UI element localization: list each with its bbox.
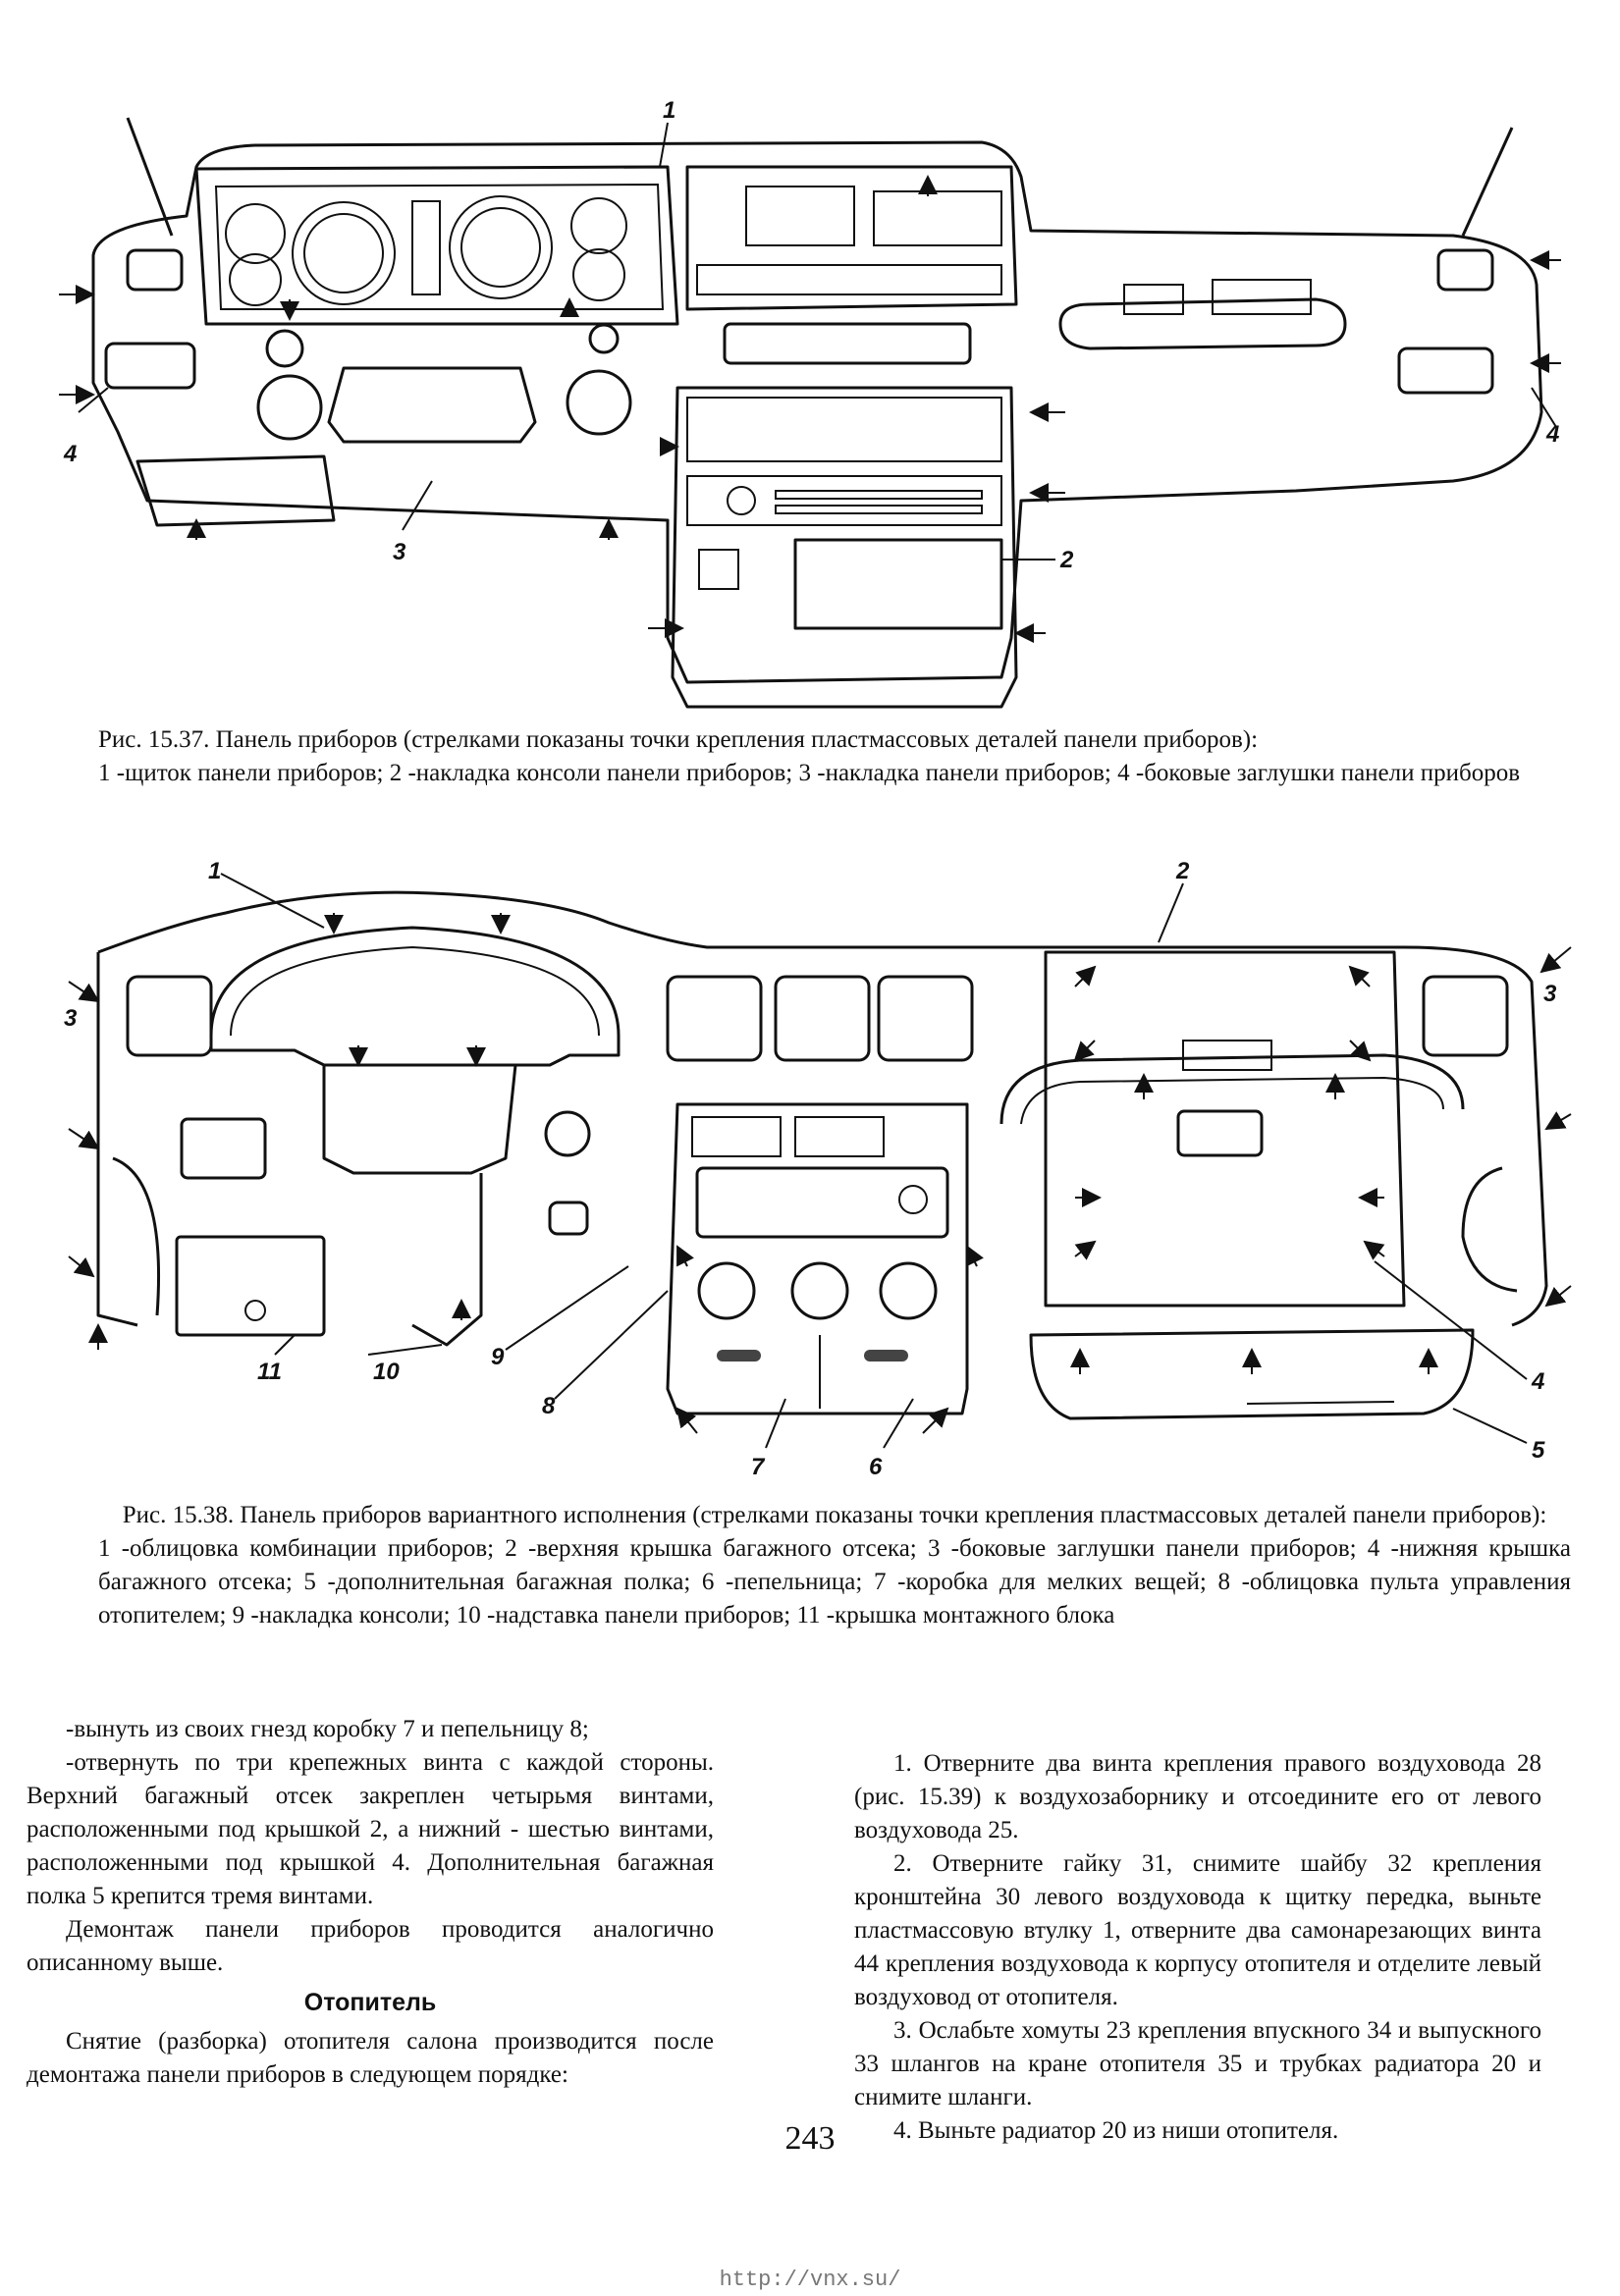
figure2-label-4: 4: [1531, 1368, 1544, 1395]
right-paragraph-4: 4. Выньте радиатор 20 из ниши отопителя.: [893, 2117, 1339, 2144]
right-paragraph-3: 3. Ослабьте хомуты 23 крепления впускног…: [854, 2017, 1541, 2110]
left-column: -вынуть из своих гнезд коробку 7 и пепел…: [27, 1713, 714, 2092]
figure2-label-3-right: 3: [1543, 981, 1557, 1007]
figure-15-37: 1 2 3 4 4: [0, 88, 1620, 717]
left-paragraph-2: -отвернуть по три крепежных винта с кажд…: [27, 1749, 714, 1909]
left-paragraph-3: Демонтаж панели приборов проводится анал…: [27, 1916, 714, 1976]
figure2-label-2: 2: [1175, 858, 1190, 884]
figure2-label-9: 9: [491, 1344, 505, 1370]
figure2-label-5: 5: [1532, 1437, 1545, 1464]
figure1-label-3: 3: [393, 539, 406, 565]
figure2-label-3-left: 3: [64, 1005, 78, 1032]
figure1-label-2: 2: [1059, 547, 1074, 573]
figure2-caption: Рис. 15.38. Панель приборов вариантного …: [98, 1499, 1571, 1632]
figure1-label-4-right: 4: [1545, 421, 1559, 448]
figure2-label-6: 6: [869, 1454, 883, 1480]
section-heading-heater: Отопитель: [303, 1989, 437, 2016]
page-number: 243: [784, 2120, 836, 2157]
figure-15-38: 1 2 3 3 4 5 6 7 8 9 10 11: [0, 854, 1620, 1482]
right-column: 1. Отверните два винта крепления правого…: [854, 1747, 1541, 2148]
left-paragraph-4: Снятие (разборка) отопителя салона произ…: [27, 2028, 714, 2088]
figure2-caption-legend: 1 -облицовка комбинации приборов; 2 -вер…: [98, 1535, 1571, 1629]
figure2-label-7: 7: [751, 1454, 766, 1480]
dashboard-drawing-1: 1 2 3 4 4: [59, 97, 1561, 709]
figure1-caption: Рис. 15.37. Панель приборов (стрелками п…: [98, 723, 1571, 790]
right-paragraph-1: 1. Отверните два винта крепления правого…: [854, 1750, 1541, 1843]
figure2-label-10: 10: [373, 1359, 400, 1385]
figure2-label-11: 11: [257, 1359, 282, 1385]
right-paragraph-2: 2. Отверните гайку 31, снимите шайбу 32 …: [854, 1850, 1541, 2010]
footer-url[interactable]: http://vnx.su/: [719, 2268, 901, 2292]
figure1-label-4-left: 4: [63, 441, 77, 467]
figure1-caption-title: Рис. 15.37. Панель приборов (стрелками п…: [98, 726, 1259, 753]
figure2-caption-title: Рис. 15.38. Панель приборов вариантного …: [122, 1502, 1547, 1528]
figure2-label-1: 1: [208, 858, 221, 884]
dashboard-drawing-2: 1 2 3 3 4 5 6 7 8 9 10 11: [64, 858, 1572, 1480]
figure1-caption-legend: 1 -щиток панели приборов; 2 -накладка ко…: [98, 760, 1521, 786]
figure1-label-1: 1: [663, 97, 675, 124]
left-paragraph-1: -вынуть из своих гнезд коробку 7 и пепел…: [66, 1716, 589, 1742]
figure2-label-8: 8: [542, 1393, 556, 1419]
